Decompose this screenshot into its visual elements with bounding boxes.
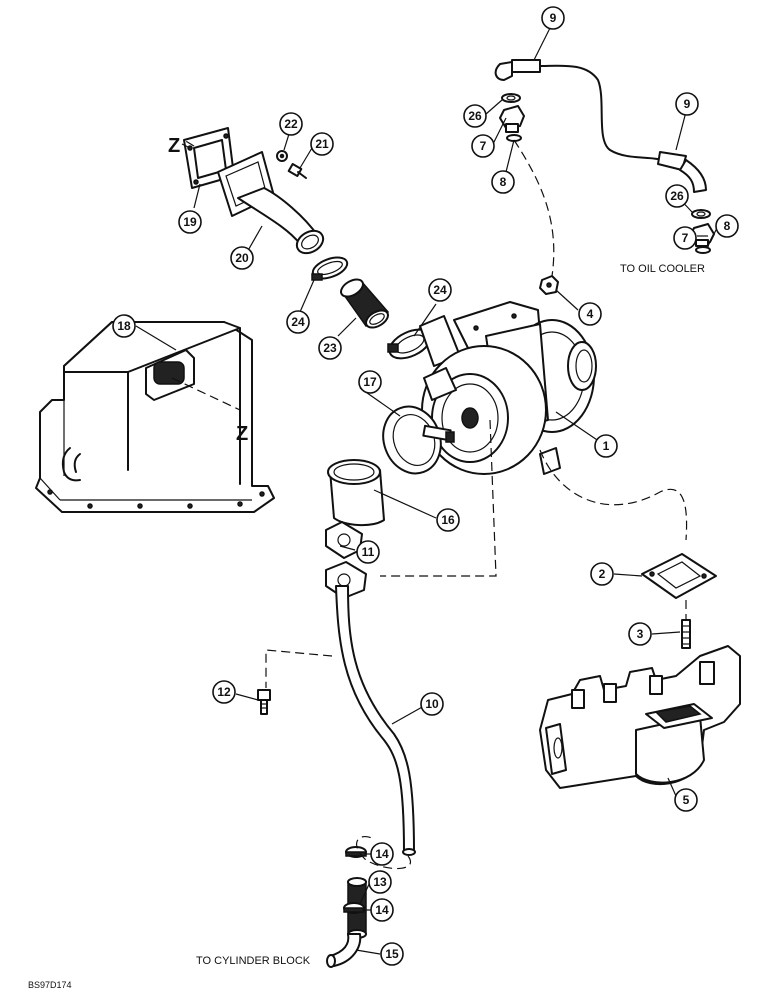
part-16-adapter: [327, 459, 385, 526]
callout-9-right-label: 9: [684, 97, 691, 111]
part-22-washer: [276, 150, 288, 162]
part-17-v-band-clamp: [382, 405, 455, 475]
callout-7-right-label: 7: [682, 231, 689, 245]
part-14-clamp-upper: [345, 846, 367, 858]
callout-17-label: 17: [363, 375, 377, 389]
callout-24-left: 24: [286, 310, 310, 334]
part-8-o-ring-right: [695, 246, 711, 254]
callout-17: 17: [358, 370, 382, 394]
callout-11: 11: [356, 540, 380, 564]
callout-15-label: 15: [385, 947, 399, 961]
part-23-hose: [340, 278, 390, 329]
callout-24-right: 24: [428, 278, 452, 302]
part-9-oil-feed-tube: [494, 59, 707, 193]
callout-5-label: 5: [683, 793, 690, 807]
z-mark-lower: Z: [236, 423, 248, 445]
part-26-washer-top: [501, 93, 521, 103]
callout-8-top: 8: [491, 170, 515, 194]
callout-9-top-label: 9: [550, 11, 557, 25]
callout-20: 20: [230, 246, 254, 270]
callout-14-lower: 14: [370, 898, 394, 922]
part-18-intake-manifold: [35, 321, 275, 513]
callout-13-label: 13: [373, 875, 387, 889]
manifold-bolt-holes: [47, 489, 265, 509]
callout-18: 18: [112, 314, 136, 338]
callout-19: 19: [178, 210, 202, 234]
callout-8-top-label: 8: [500, 175, 507, 189]
callout-14-upper-label: 14: [375, 847, 389, 861]
callout-11-label: 11: [362, 545, 375, 559]
leader-lines: [135, 25, 718, 955]
callout-19-label: 19: [183, 215, 197, 229]
part-20-intake-tube: [217, 151, 325, 255]
callout-15: 15: [380, 942, 404, 966]
callout-22-label: 22: [284, 117, 298, 131]
part-7-fitting-top: [499, 105, 525, 133]
part-26-washer-right: [691, 209, 711, 219]
callout-22: 22: [279, 112, 303, 136]
part-21-bolt: [287, 163, 307, 179]
callout-7-top-label: 7: [480, 139, 487, 153]
note-to-cylinder-block: TO CYLINDER BLOCK: [196, 955, 311, 967]
callout-3: 3: [628, 622, 652, 646]
callout-13: 13: [368, 870, 392, 894]
part-3-stud: [681, 619, 691, 649]
callout-18-label: 18: [117, 319, 131, 333]
callout-1-label: 1: [603, 439, 610, 453]
callout-12: 12: [212, 680, 236, 704]
callout-16-label: 16: [441, 513, 455, 527]
part-1-turbocharger: [419, 301, 597, 475]
callout-14-lower-label: 14: [375, 903, 389, 917]
callout-16: 16: [436, 508, 460, 532]
callout-26-top-label: 26: [468, 109, 482, 123]
callout-26-right-label: 26: [670, 189, 684, 203]
callout-23: 23: [318, 336, 342, 360]
callout-14-upper: 14: [370, 842, 394, 866]
part-5-exhaust-manifold: [539, 645, 741, 789]
callout-26-right: 26: [665, 184, 689, 208]
callout-8-right: 8: [715, 214, 739, 238]
callout-24-right-label: 24: [433, 283, 447, 297]
callout-2: 2: [590, 562, 614, 586]
z-mark-upper: Z: [168, 135, 180, 157]
callout-9-top: 9: [541, 6, 565, 30]
callout-3-label: 3: [637, 627, 644, 641]
part-10-oil-drain-tube: [325, 561, 416, 856]
note-to-oil-cooler: TO OIL COOLER: [620, 263, 705, 275]
callout-21: 21: [310, 132, 334, 156]
callout-10: 10: [420, 692, 444, 716]
callout-4-label: 4: [587, 307, 594, 321]
part-2-gasket: [641, 553, 717, 599]
callout-24-left-label: 24: [291, 315, 305, 329]
part-14-clamp-lower: [343, 902, 365, 914]
callout-26-top: 26: [463, 104, 487, 128]
callout-20-label: 20: [235, 251, 249, 265]
callout-2-label: 2: [599, 567, 606, 581]
callout-7-right: 7: [673, 226, 697, 250]
part-24-hose-clamp-upper: [311, 256, 349, 281]
callout-8-right-label: 8: [724, 219, 731, 233]
manifold-port-bosses: [571, 661, 715, 709]
part-12-bolt: [257, 689, 271, 715]
figure-code: BS97D174: [28, 980, 72, 990]
callout-23-label: 23: [323, 341, 337, 355]
part-4-nut: [539, 275, 559, 295]
callout-21-label: 21: [315, 137, 329, 151]
callout-9-right: 9: [675, 92, 699, 116]
callout-10-label: 10: [425, 697, 439, 711]
callout-1: 1: [594, 434, 618, 458]
callout-5: 5: [674, 788, 698, 812]
callout-7-top: 7: [471, 134, 495, 158]
assembly-guide-lines: [171, 139, 688, 870]
callout-4: 4: [578, 302, 602, 326]
part-15-elbow: [326, 933, 362, 968]
callout-12-label: 12: [217, 685, 231, 699]
